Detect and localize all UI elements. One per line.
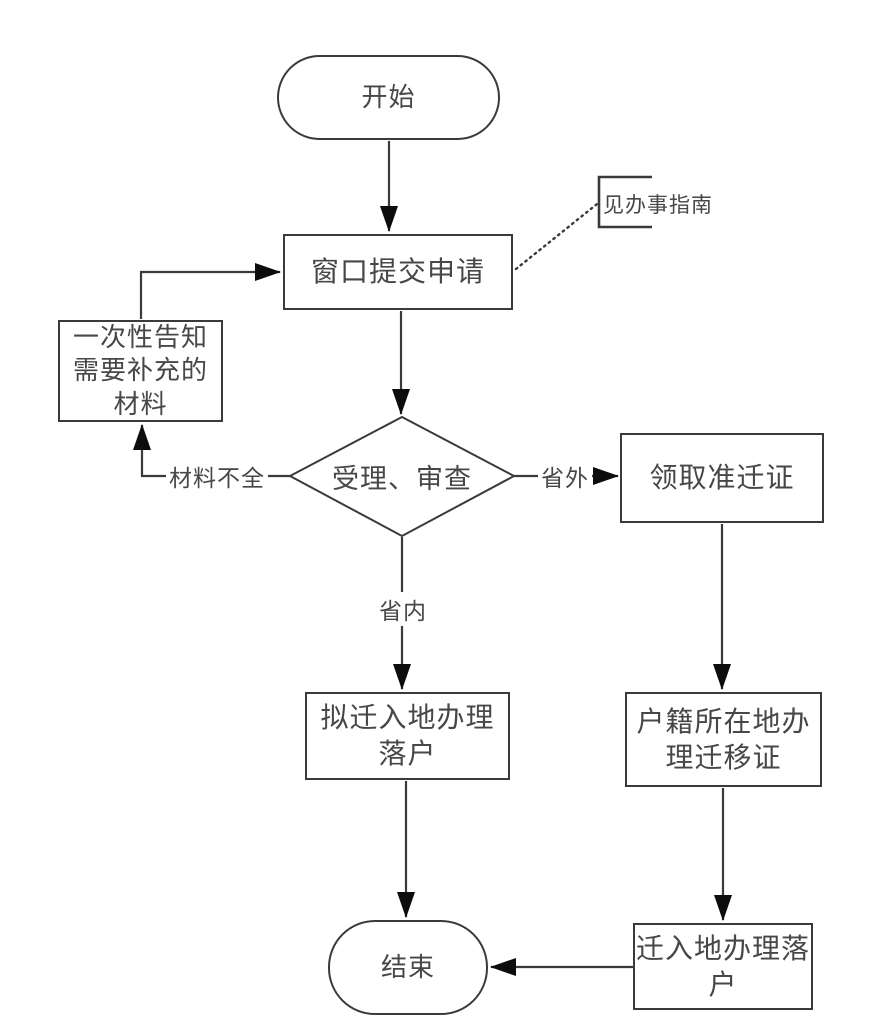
intended-settlement-node: 拟迁入地办理 落户 [305, 692, 510, 780]
submit-application-label: 窗口提交申请 [310, 256, 485, 288]
migration-cert-label: 户籍所在地办 理迁移证 [636, 705, 811, 773]
end-node-label: 结束 [380, 951, 435, 982]
edge-label-materials-incomplete: 材料不全 [166, 459, 268, 493]
supplement-notice-label: 一次性告知 需要补充的 材料 [72, 322, 208, 419]
edge-label-outside-province: 省外 [538, 459, 592, 493]
review-decision-diamond [287, 415, 517, 538]
review-decision-label: 受理、审查 [332, 463, 472, 494]
edge-label-inside-province: 省内 [376, 592, 430, 626]
edge-notice-to-submit [139, 263, 281, 319]
intended-settlement-label: 拟迁入地办理 落户 [320, 702, 495, 769]
annotation-bracket [597, 175, 652, 229]
final-settlement-label: 迁入地办理落 户 [635, 932, 810, 1000]
edge-submit-to-annotation-dotted [514, 202, 599, 271]
migration-cert-node: 户籍所在地办 理迁移证 [625, 692, 822, 787]
final-settlement-node: 迁入地办理落 户 [633, 923, 813, 1010]
guide-annotation-label: 见办事指南 [603, 194, 713, 217]
permit-label: 领取准迁证 [649, 462, 795, 494]
review-decision-node: 受理、审查 [292, 447, 512, 505]
start-node: 开始 [277, 55, 500, 140]
submit-application-node: 窗口提交申请 [283, 234, 513, 310]
start-node-label: 开始 [361, 81, 416, 112]
supplement-notice-node: 一次性告知 需要补充的 材料 [58, 320, 223, 422]
permit-node: 领取准迁证 [620, 433, 824, 523]
end-node: 结束 [328, 920, 488, 1015]
